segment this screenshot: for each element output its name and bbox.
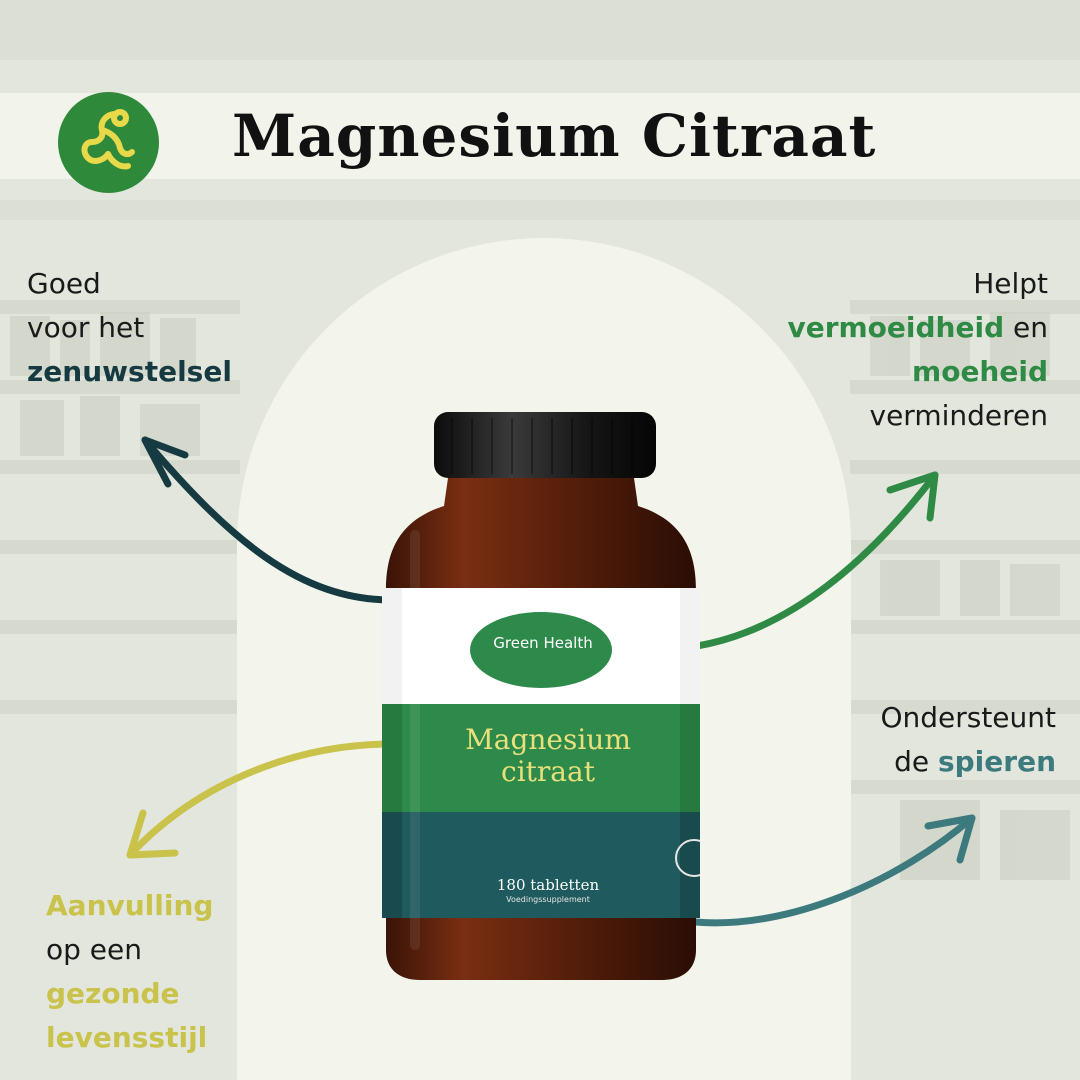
- benefit-highlight: levensstijl: [46, 1021, 208, 1054]
- brand-logo: [58, 92, 159, 193]
- benefit-spieren: Ondersteunt de spieren: [880, 696, 1056, 784]
- product-count: 180 tabletten: [496, 876, 600, 894]
- green-health-figure-icon: [60, 94, 157, 191]
- benefit-text: en: [1004, 311, 1048, 344]
- arrow-vermoeidheid: [693, 471, 939, 650]
- benefit-levensstijl: Aanvulling op een gezonde levensstijl: [46, 884, 213, 1060]
- arrow-zenuwstelsel: [141, 436, 396, 604]
- benefit-highlight: gezonde: [46, 977, 180, 1010]
- benefit-highlight: Aanvulling: [46, 889, 214, 922]
- benefit-highlight: moeheid: [912, 355, 1048, 388]
- product-subtitle: Voedingssupplement: [506, 895, 590, 904]
- benefit-highlight: spieren: [937, 745, 1056, 778]
- benefit-text: de: [894, 745, 938, 778]
- benefit-text: Ondersteunt: [880, 701, 1056, 734]
- arrow-spieren: [691, 814, 976, 927]
- benefit-text: Helpt: [973, 267, 1048, 300]
- benefit-text: Goed: [27, 267, 101, 300]
- arrow-levensstijl: [126, 740, 396, 859]
- benefit-text: op een: [46, 933, 143, 966]
- benefit-highlight: vermoeidheid: [787, 311, 1005, 344]
- benefit-vermoeidheid: Helpt vermoeidheid en moeheid vermindere…: [787, 262, 1048, 438]
- product-name-line1: Magnesium: [465, 723, 631, 756]
- page-title: Magnesium Citraat: [232, 102, 877, 170]
- benefit-text: verminderen: [869, 399, 1049, 432]
- benefit-highlight: zenuwstelsel: [27, 355, 232, 388]
- product-brand: Green Health: [493, 634, 593, 652]
- title-band: [0, 93, 1080, 179]
- benefit-text: voor het: [27, 311, 145, 344]
- benefit-zenuwstelsel: Goed voor het zenuwstelsel: [27, 262, 232, 394]
- product-name-line2: citraat: [501, 755, 595, 788]
- product-name: Magnesium citraat: [400, 724, 696, 788]
- product-jar: [382, 412, 700, 980]
